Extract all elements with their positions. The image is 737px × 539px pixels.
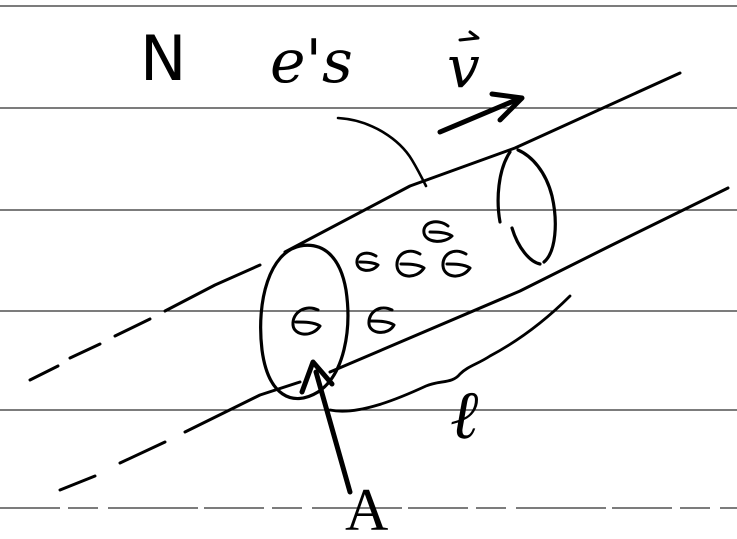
velocity-label: v: [447, 33, 480, 101]
wire-top-dashed: [28, 263, 262, 382]
wire-top-edge: [283, 71, 682, 254]
particles-leader-line: [336, 116, 428, 188]
velocity-arrow-head: [489, 91, 525, 123]
cross-section-front: [259, 243, 350, 401]
wire-bottom-dashed: [58, 380, 302, 492]
wire-bottom-edge: [328, 186, 730, 374]
area-arrow-head: [299, 359, 335, 395]
count-label: N: [140, 22, 187, 95]
area-label: A: [345, 477, 389, 539]
length-label: ℓ: [450, 376, 479, 455]
electrons: [291, 220, 472, 336]
velocity-arrow-shaft: [437, 97, 519, 135]
electron: [441, 249, 472, 278]
velocity-arrow: [437, 91, 525, 135]
electron: [422, 220, 454, 243]
ruled-lines: [0, 5, 737, 509]
vector-mark: [458, 30, 480, 42]
electron: [367, 306, 396, 334]
electron: [291, 306, 322, 336]
cross-section-back: [496, 148, 557, 266]
electron: [355, 251, 380, 272]
area-arrow-shaft: [313, 369, 353, 495]
area-arrow: [299, 359, 353, 495]
length-brace: [328, 294, 572, 413]
electron: [395, 249, 426, 278]
particles-label: e's: [270, 27, 353, 97]
wire-cylinder: [28, 71, 730, 492]
